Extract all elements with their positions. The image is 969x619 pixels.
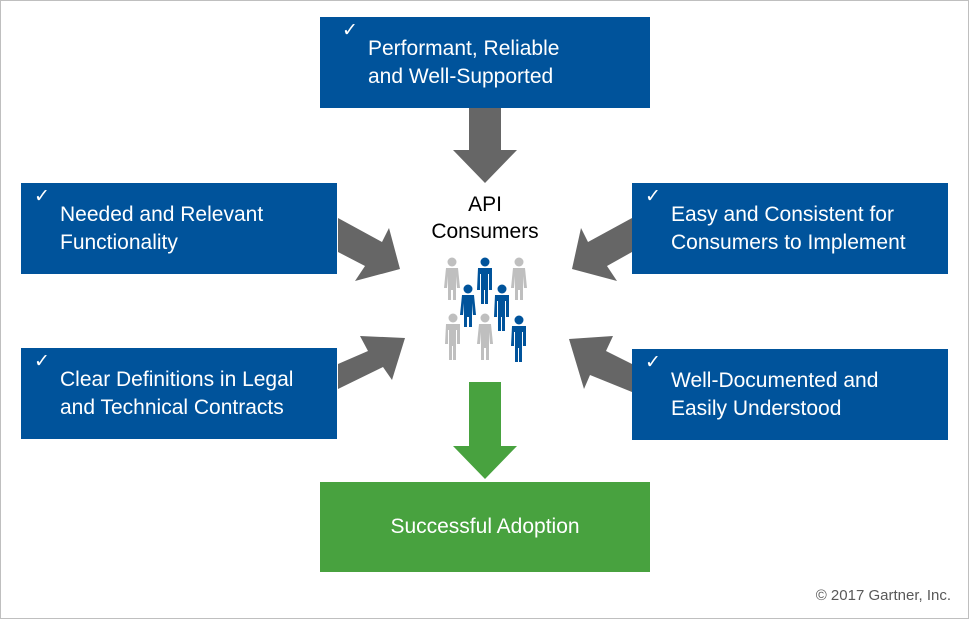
- checkmark-icon: ✓: [34, 351, 50, 372]
- person-icon: [444, 257, 460, 300]
- checkmark-icon: ✓: [645, 352, 661, 373]
- factor-text: Performant, Reliable and Well-Supported: [368, 36, 560, 88]
- person-icon: [477, 313, 493, 360]
- checkmark-icon: ✓: [342, 20, 358, 41]
- factor-box-right-bottom: ✓ Well-Documented and Easily Understood: [632, 349, 948, 440]
- arrow-top-down: [453, 108, 517, 183]
- checkmark-icon: ✓: [34, 186, 50, 207]
- arrow-right-top: [572, 218, 632, 281]
- person-icon: [494, 284, 509, 331]
- outcome-text: Successful Adoption: [390, 515, 580, 538]
- factor-box-right-top: ✓ Easy and Consistent for Consumers to I…: [632, 183, 948, 274]
- center-title: API Consumers: [431, 193, 539, 243]
- factor-box-left-top: ✓ Needed and Relevant Functionality: [21, 183, 337, 274]
- factor-text: Clear Definitions in Legal and Technical…: [60, 367, 294, 419]
- factor-text: Well-Documented and Easily Understood: [671, 368, 879, 420]
- arrow-left-top: [338, 218, 400, 281]
- checkmark-icon: ✓: [645, 186, 661, 207]
- factor-text: Needed and Relevant Functionality: [60, 202, 264, 254]
- factor-text: Easy and Consistent for Consumers to Imp…: [671, 202, 906, 254]
- copyright-notice: © 2017 Gartner, Inc.: [815, 587, 951, 604]
- arrow-left-bottom: [338, 336, 405, 389]
- person-icon: [511, 257, 527, 300]
- people-group-icon: [444, 257, 527, 362]
- person-icon: [477, 257, 492, 304]
- person-icon: [460, 284, 476, 327]
- outcome-box: Successful Adoption: [320, 482, 650, 572]
- person-icon: [445, 313, 460, 360]
- arrow-right-bottom: [569, 336, 632, 392]
- factor-box-left-bottom: ✓ Clear Definitions in Legal and Technic…: [21, 348, 337, 439]
- person-icon: [511, 315, 526, 362]
- arrow-outcome-down: [453, 382, 517, 479]
- factor-box-top: ✓ Performant, Reliable and Well-Supporte…: [320, 17, 650, 108]
